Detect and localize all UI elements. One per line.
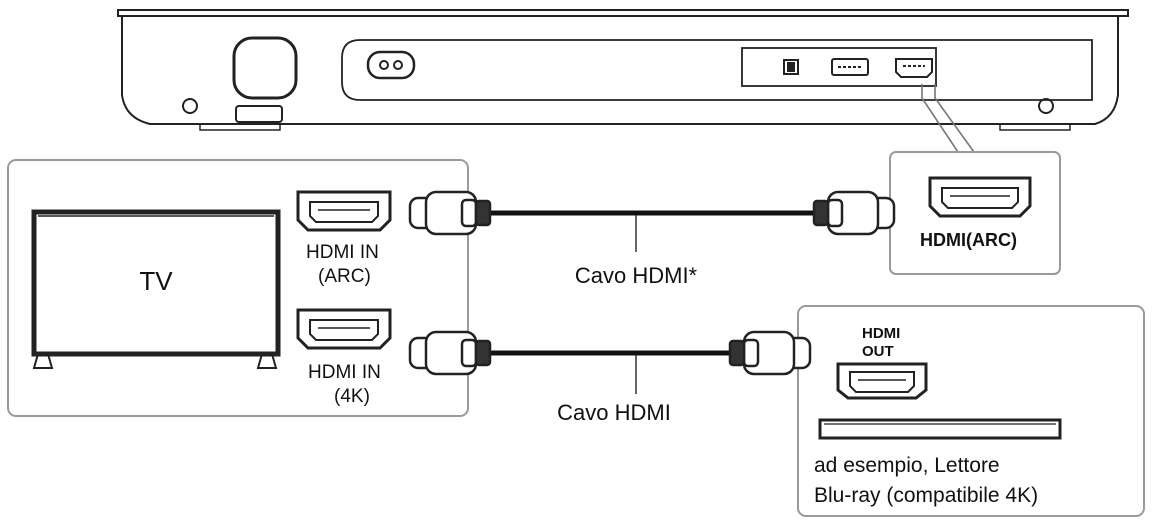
tv-hdmi-4k-port-icon	[296, 308, 392, 350]
tv-hdmi-arc-port-icon	[296, 190, 392, 232]
player-hdmi-out-line1: HDMI	[862, 325, 900, 342]
soundbar-hdmi-arc-port-icon	[928, 176, 1032, 218]
bluray-player-illustration	[818, 418, 1062, 440]
hdmi-cable-bottom	[408, 330, 812, 394]
tv-label: TV	[139, 266, 173, 296]
tv-illustration	[31, 209, 281, 369]
cable-top-label: Cavo HDMI*	[575, 263, 698, 288]
usb-port-icon	[831, 58, 869, 76]
player-caption-line1: ad esempio, Lettore	[814, 454, 1000, 477]
cable-bottom-label: Cavo HDMI	[557, 400, 671, 425]
player-panel	[797, 305, 1145, 517]
callout-lines	[921, 84, 975, 153]
player-hdmi-out-line2: OUT	[862, 343, 894, 360]
tv-port-arc-line2: (ARC)	[318, 266, 371, 287]
tv-port-4k-line1: HDMI IN	[308, 362, 381, 383]
hdmi-plug-icon	[408, 330, 492, 376]
player-hdmi-out-port-icon	[836, 362, 928, 400]
hdmi-plug-icon	[812, 190, 896, 236]
tv-port-4k-line2: (4K)	[334, 386, 370, 407]
soundbar	[117, 9, 1129, 131]
ac-inlet-icon	[366, 50, 416, 80]
optical-port-icon	[783, 59, 799, 75]
player-caption-line2: Blu-ray (compatibile 4K)	[814, 484, 1038, 507]
hdmi-cable-top	[408, 190, 896, 252]
soundbar-hdmi-arc-label: HDMI(ARC)	[920, 230, 1017, 250]
hdmi-plug-icon	[728, 330, 812, 376]
hdmi-plug-icon	[408, 190, 492, 236]
hdmi-arc-port-rear-icon	[895, 58, 933, 78]
tv-port-arc-line1: HDMI IN	[306, 242, 379, 263]
